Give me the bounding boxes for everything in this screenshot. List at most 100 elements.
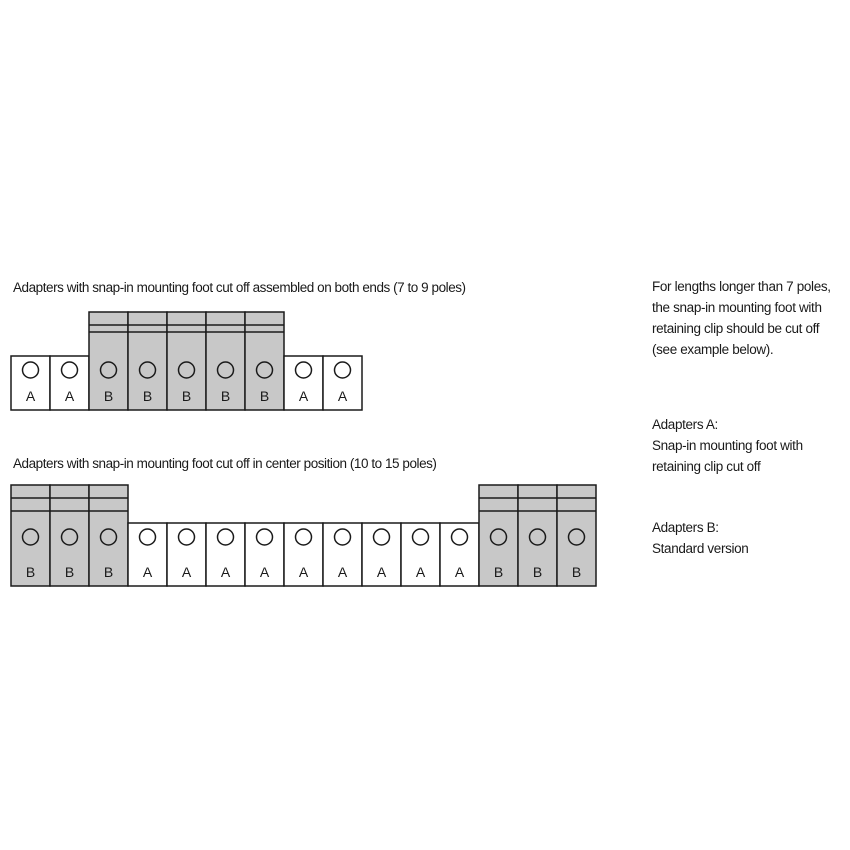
- adapter-body: [88, 311, 129, 411]
- diagram-1-caption: Adapters with snap-in mounting foot cut …: [13, 280, 466, 295]
- adapter-type-label: B: [494, 564, 503, 580]
- adapter-type-label: A: [143, 564, 153, 580]
- legend-title: Adapters B:: [652, 520, 719, 535]
- adapter-type-label: B: [260, 388, 269, 404]
- legend-line: retaining clip cut off: [652, 459, 761, 474]
- adapter-a: A: [127, 522, 168, 587]
- adapter-a: A: [283, 355, 324, 411]
- adapter-type-label: B: [533, 564, 542, 580]
- adapter-body: [283, 522, 324, 587]
- adapter-type-label: A: [26, 388, 36, 404]
- diagram-2-caption: Adapters with snap-in mounting foot cut …: [13, 456, 437, 471]
- adapters-b-legend: Adapters B: Standard version: [652, 517, 749, 559]
- adapter-body: [322, 522, 363, 587]
- adapter-type-label: A: [299, 564, 309, 580]
- adapter-b: B: [127, 311, 168, 411]
- terminal-hole: [177, 528, 196, 546]
- note-line: (see example below).: [652, 342, 774, 357]
- adapter-body: [49, 484, 90, 587]
- adapter-type-label: B: [26, 564, 35, 580]
- adapter-a: A: [244, 522, 285, 587]
- adapter-body: [166, 522, 207, 587]
- adapter-body: [205, 522, 246, 587]
- adapter-a: A: [49, 355, 90, 411]
- adapter-a: A: [400, 522, 441, 587]
- adapter-body: [556, 484, 597, 587]
- adapter-a: A: [361, 522, 402, 587]
- terminal-hole: [177, 361, 196, 379]
- adapter-b: B: [49, 484, 90, 587]
- adapter-body: [439, 522, 480, 587]
- adapter-type-label: A: [299, 388, 309, 404]
- note-line: the snap-in mounting foot with: [652, 300, 822, 315]
- terminal-hole: [489, 528, 508, 546]
- note-line: For lengths longer than 7 poles,: [652, 279, 831, 294]
- terminal-hole: [21, 528, 40, 546]
- adapter-type-label: A: [338, 388, 348, 404]
- terminal-hole: [138, 528, 157, 546]
- legend-title: Adapters A:: [652, 417, 718, 432]
- adapter-body: [244, 522, 285, 587]
- adapter-type-label: B: [104, 564, 113, 580]
- terminal-hole: [255, 528, 274, 546]
- adapter-a: A: [205, 522, 246, 587]
- adapter-b: B: [88, 311, 129, 411]
- adapter-body: [361, 522, 402, 587]
- adapter-type-label: A: [221, 564, 231, 580]
- terminal-hole: [333, 361, 352, 379]
- terminal-hole: [216, 528, 235, 546]
- terminal-hole: [294, 361, 313, 379]
- terminal-hole: [411, 528, 430, 546]
- adapter-a: A: [322, 355, 363, 411]
- terminal-hole: [138, 361, 157, 379]
- adapter-b: B: [88, 484, 129, 587]
- adapter-body: [10, 484, 51, 587]
- adapter-b: B: [166, 311, 207, 411]
- adapter-type-label: B: [143, 388, 152, 404]
- adapter-type-label: B: [104, 388, 113, 404]
- terminal-hole: [528, 528, 547, 546]
- adapter-b: B: [205, 311, 246, 411]
- legend-line: Standard version: [652, 541, 749, 556]
- adapter-type-label: A: [455, 564, 465, 580]
- adapter-body: [478, 484, 519, 587]
- adapter-type-label: A: [260, 564, 270, 580]
- terminal-hole: [567, 528, 586, 546]
- adapter-b: B: [10, 484, 51, 587]
- adapter-a: A: [322, 522, 363, 587]
- adapter-a: A: [283, 522, 324, 587]
- adapter-body: [322, 355, 363, 411]
- note-line: retaining clip should be cut off: [652, 321, 820, 336]
- adapter-a: A: [439, 522, 480, 587]
- adapter-body: [166, 311, 207, 411]
- adapter-body: [127, 522, 168, 587]
- adapter-b: B: [244, 311, 285, 411]
- adapter-type-label: A: [182, 564, 192, 580]
- adapter-type-label: A: [416, 564, 426, 580]
- terminal-hole: [21, 361, 40, 379]
- terminal-hole: [60, 528, 79, 546]
- adapter-a: A: [166, 522, 207, 587]
- adapter-b: B: [517, 484, 558, 587]
- adapter-body: [400, 522, 441, 587]
- terminal-hole: [99, 361, 118, 379]
- adapter-type-label: B: [572, 564, 581, 580]
- terminal-hole: [255, 361, 274, 379]
- adapter-type-label: A: [65, 388, 75, 404]
- legend-line: Snap-in mounting foot with: [652, 438, 803, 453]
- terminal-hole: [333, 528, 352, 546]
- adapters-a-legend: Adapters A: Snap-in mounting foot with r…: [652, 414, 803, 477]
- adapter-body: [49, 355, 90, 411]
- adapter-type-label: A: [338, 564, 348, 580]
- terminal-hole: [294, 528, 313, 546]
- terminal-hole: [450, 528, 469, 546]
- adapter-b: B: [556, 484, 597, 587]
- terminal-hole: [372, 528, 391, 546]
- adapter-a: A: [10, 355, 51, 411]
- adapter-type-label: B: [182, 388, 191, 404]
- terminal-hole: [216, 361, 235, 379]
- adapter-type-label: B: [65, 564, 74, 580]
